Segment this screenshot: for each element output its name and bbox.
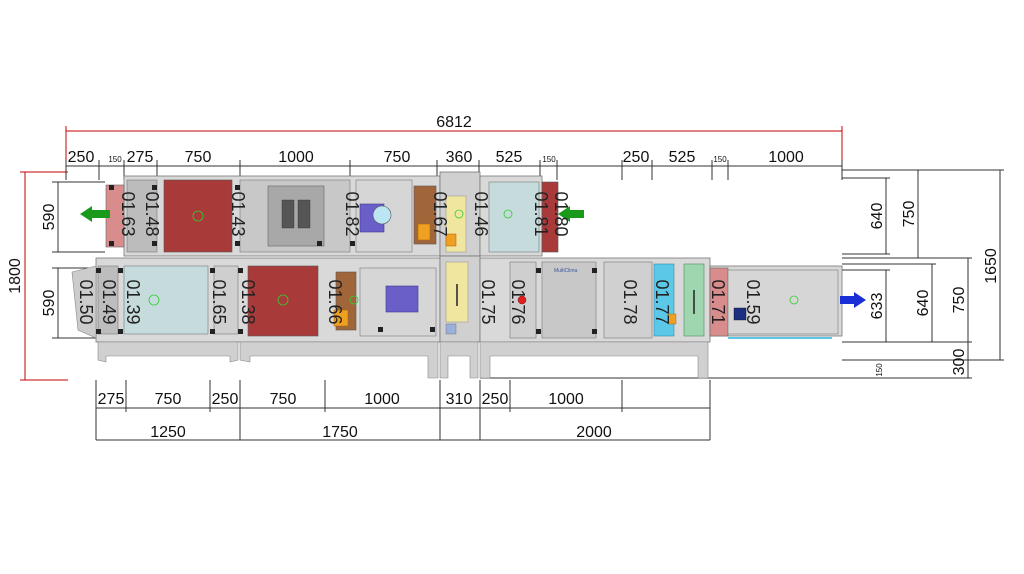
code-lower-6: 01.75 [478, 279, 498, 324]
fan-motor-lower [385, 285, 419, 313]
dim-top-5: 750 [384, 149, 411, 166]
dim-top-10: 525 [669, 149, 696, 166]
dim-top-7: 525 [496, 149, 523, 166]
right-dimensions: 640 750 1650 633 640 750 300 150 [480, 169, 1004, 379]
dim-bottom-6: 250 [482, 391, 509, 408]
intake-arrow [558, 206, 584, 222]
code-lower-8: 01.78 [620, 279, 640, 324]
code-upper-0: 01.63 [118, 191, 138, 236]
flap-marks-upper [109, 185, 355, 246]
dim-bottom-5: 310 [446, 391, 473, 408]
silencer-section [727, 269, 839, 335]
bag-filter-upper [163, 179, 233, 253]
lower-section-codes: 01.50 01.49 01.39 01.65 01.38 01.66 01.7… [76, 279, 763, 324]
dim-top-8: 150 [542, 155, 556, 164]
code-lower-5: 01.66 [325, 279, 345, 324]
upper-unit: 01.63 01.48 01.43 01.82 01.67 01.46 01.8… [80, 171, 584, 257]
dim-right-upper-1: 750 [901, 201, 918, 228]
code-lower-11: 01.59 [743, 279, 763, 324]
dim-bottom-0: 275 [98, 391, 125, 408]
control-panel [267, 185, 325, 247]
dim-bottom-1: 750 [155, 391, 182, 408]
inlet-hood [71, 265, 97, 339]
dim-top-3: 750 [185, 149, 212, 166]
dim-right-total: 1650 [983, 248, 1000, 284]
code-upper-1: 01.48 [142, 191, 162, 236]
dim-right-upper-0: 640 [869, 203, 886, 230]
code-upper-2: 01.43 [228, 191, 248, 236]
dim-top-0: 250 [68, 149, 95, 166]
code-lower-2: 01.39 [123, 279, 143, 324]
lower-unit: MultiClima 01.50 01.49 01.39 01.65 0 [71, 255, 866, 343]
dim-bottom-3: 750 [270, 391, 297, 408]
dim-bottom-7: 1000 [548, 391, 584, 408]
code-lower-1: 01.49 [99, 279, 119, 324]
total-height-label: 1800 [7, 258, 24, 294]
brand-label: MultiClima [554, 268, 578, 274]
dim-top-2: 275 [127, 149, 154, 166]
heat-recovery-lower [123, 265, 209, 335]
code-lower-0: 01.50 [76, 279, 96, 324]
dim-right-lower-2: 750 [951, 287, 968, 314]
supply-arrow [840, 292, 866, 308]
code-lower-7: 01.76 [508, 279, 528, 324]
dim-top-6: 360 [446, 149, 473, 166]
multiclima-unit [541, 261, 597, 339]
code-upper-3: 01.82 [342, 191, 362, 236]
left-dimensions: 590 590 [41, 181, 105, 339]
fan-wheel-upper [372, 205, 392, 225]
dim-group-1: 1750 [322, 424, 358, 441]
inlet-damper-lower [97, 265, 119, 335]
dim-top-11: 150 [713, 155, 727, 164]
dim-group-0: 1250 [150, 424, 186, 441]
intake-damper-upper [541, 181, 559, 253]
dim-left-lower: 590 [41, 290, 58, 317]
code-lower-3: 01.65 [209, 279, 229, 324]
total-length-label: 6812 [436, 114, 472, 131]
code-upper-4: 01.67 [430, 191, 450, 236]
filter-section-upper [126, 179, 158, 253]
dim-left-upper: 590 [41, 204, 58, 231]
dim-bottom-4: 1000 [364, 391, 400, 408]
code-lower-4: 01.38 [238, 279, 258, 324]
code-upper-7: 01.80 [551, 191, 571, 236]
bottom-dimensions: 275 750 250 750 1000 310 250 1000 1250 1… [95, 380, 711, 441]
exhaust-arrow [80, 206, 110, 222]
upper-section-codes: 01.63 01.48 01.43 01.82 01.67 01.46 01.8… [118, 191, 571, 236]
heat-recovery-upper [488, 181, 540, 253]
code-lower-9: 01.77 [652, 279, 672, 324]
code-upper-6: 01.81 [531, 191, 551, 236]
code-lower-10: 01.71 [708, 279, 728, 324]
bag-filter-lower [247, 265, 319, 337]
code-upper-5: 01.46 [471, 191, 491, 236]
dim-top-1: 150 [108, 155, 122, 164]
dim-top-4: 1000 [278, 149, 314, 166]
dim-right-lower-0: 633 [869, 293, 886, 320]
dim-top-9: 250 [623, 149, 650, 166]
dim-right-lower-1: 640 [915, 290, 932, 317]
dim-base-height: 300 [951, 349, 968, 376]
dim-group-2: 2000 [576, 424, 612, 441]
total-length-dimension: 6812 [65, 114, 843, 160]
dim-base-small: 150 [875, 363, 884, 377]
base-frames [97, 341, 709, 379]
dim-bottom-2: 250 [212, 391, 239, 408]
total-height-dimension: 1800 [7, 171, 68, 381]
flap-marks-lower [96, 268, 597, 334]
dim-top-12: 1000 [768, 149, 804, 166]
